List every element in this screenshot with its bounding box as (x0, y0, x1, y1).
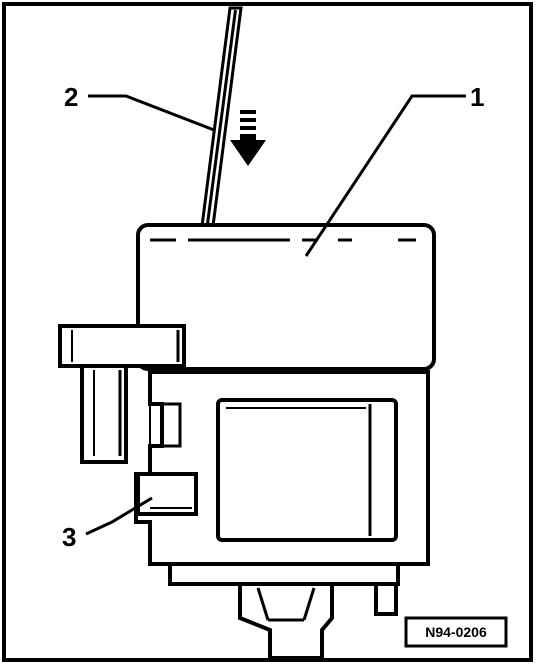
base-window (216, 398, 398, 542)
leader-line-3 (85, 496, 153, 536)
callout-1: 1 (470, 82, 484, 112)
arrow-down-icon (230, 110, 266, 166)
mounting-tab (58, 324, 186, 464)
callout-3: 3 (62, 522, 76, 552)
relay-cover (136, 223, 436, 371)
reference-code: N94-0206 (425, 624, 487, 640)
leader-line-2 (88, 94, 215, 132)
relay-connector (168, 562, 400, 660)
leader-line-1 (304, 94, 466, 257)
callout-2: 2 (64, 82, 78, 112)
locking-catch (136, 472, 198, 516)
reference-code-box: N94-0206 (404, 616, 508, 648)
